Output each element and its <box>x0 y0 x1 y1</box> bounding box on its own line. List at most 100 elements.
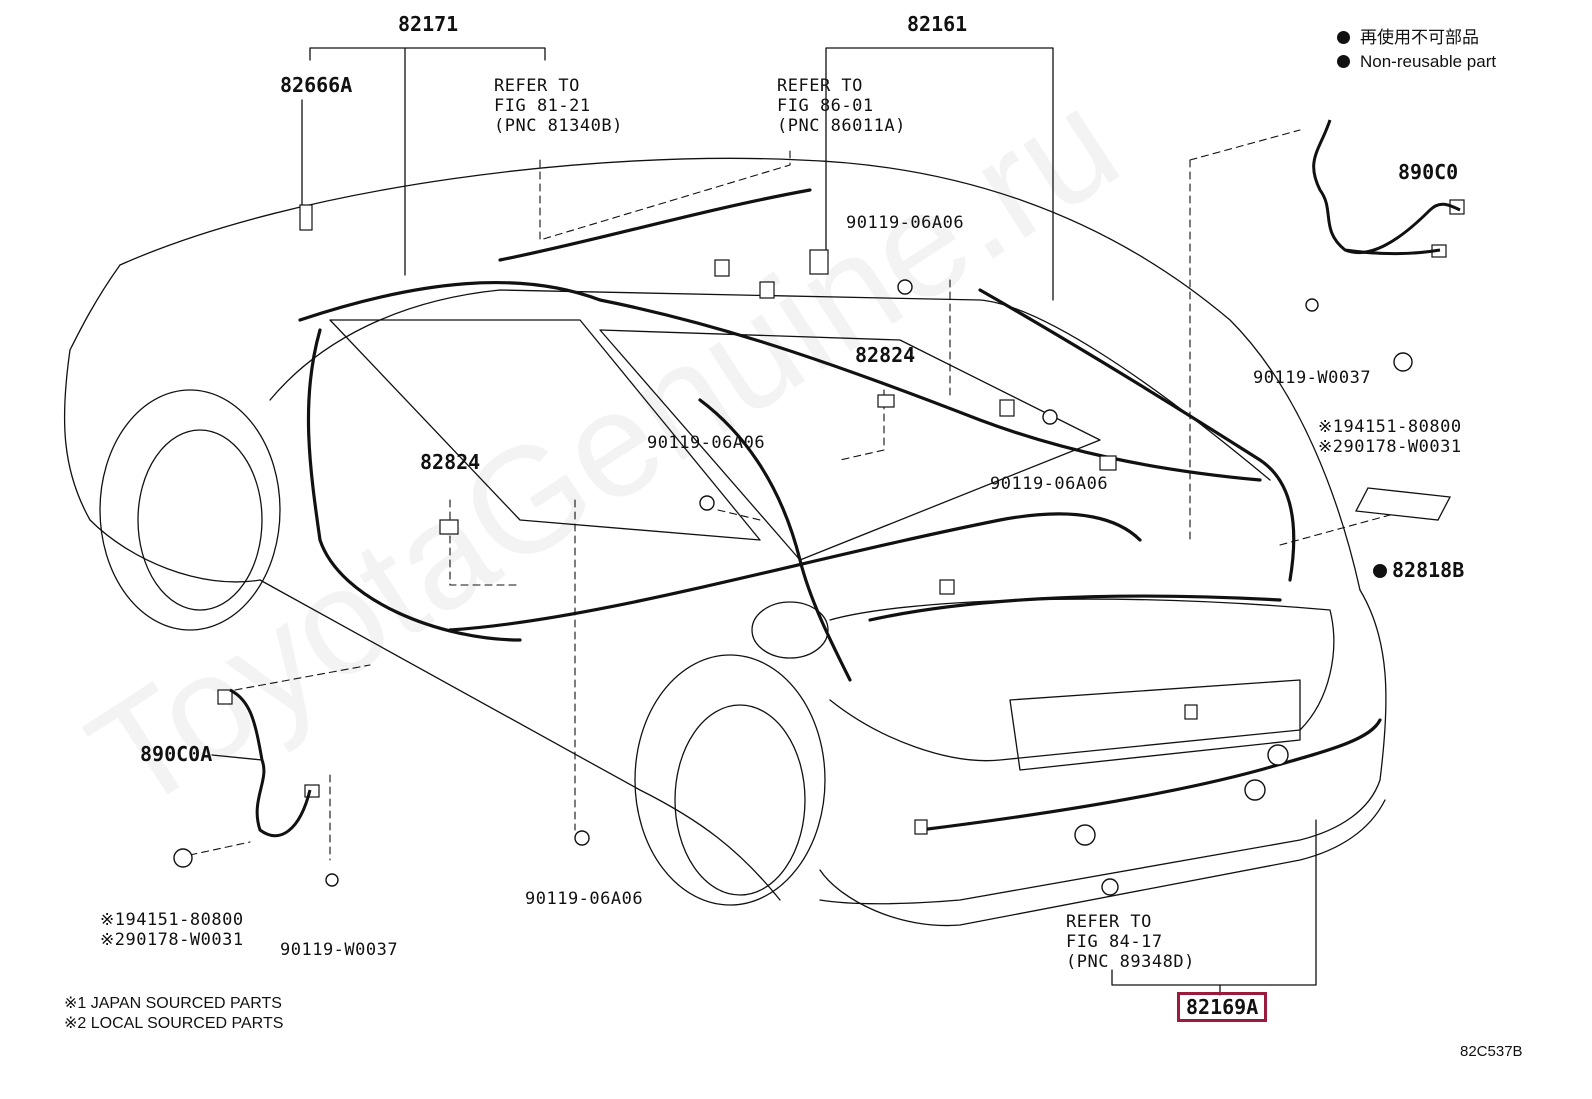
bolt-icon <box>1305 298 1319 312</box>
dash-890C0A <box>234 664 371 861</box>
harness-82169A <box>918 718 1382 832</box>
car-roof-outline <box>119 157 1361 591</box>
part-82161[interactable]: 82161 <box>907 12 968 36</box>
connector <box>759 281 775 299</box>
rear-window <box>599 329 1101 561</box>
bolt-90119-W0037-left[interactable]: 90119-W0037 <box>280 940 399 960</box>
refer-fig-84-17[interactable]: REFER TO FIG 84-17 (PNC 89348D) <box>1066 912 1195 972</box>
connector <box>809 249 829 275</box>
connector <box>939 579 955 595</box>
grommet-icon <box>1244 779 1266 801</box>
refer-fig-86-01[interactable]: REFER TO FIG 86-01 (PNC 86011A) <box>777 76 906 136</box>
harness-890C0 <box>1312 119 1461 256</box>
harness-roof <box>498 188 812 262</box>
connector <box>439 519 459 535</box>
part-82824-center[interactable]: 82824 <box>855 343 916 367</box>
leader-82161 <box>825 47 1054 301</box>
rear-wheel <box>674 704 806 896</box>
clip-right-labels[interactable]: ※194151-80800 ※290178-W0031 <box>1318 417 1462 457</box>
part-82824-left[interactable]: 82824 <box>420 450 481 474</box>
trunk-lid <box>829 598 1335 762</box>
non-reusable-dot <box>1373 564 1387 578</box>
bolt-icon <box>699 495 715 511</box>
clip-line: ※194151-80800 <box>100 910 244 930</box>
car-hood-outline <box>63 264 121 521</box>
harness-82161 <box>978 288 1296 582</box>
bolt-90119-W0037-right[interactable]: 90119-W0037 <box>1253 368 1372 388</box>
clip-icon <box>1393 352 1413 372</box>
connector <box>299 204 313 231</box>
rear-bumper <box>819 799 1386 927</box>
bolt-icon <box>897 279 913 295</box>
footnote-2: ※2 LOCAL SOURCED PARTS <box>64 1015 284 1032</box>
part-82818B[interactable]: 82818B <box>1392 558 1465 582</box>
part-82169A[interactable]: 82169A <box>1177 992 1268 1022</box>
clip-line: ※290178-W0031 <box>1318 437 1462 457</box>
bolt-90119-06A06-mid-left[interactable]: 90119-06A06 <box>647 433 766 453</box>
ref-line: FIG 81-21 <box>494 96 591 116</box>
dash-roof <box>539 149 791 241</box>
leader-890C0A <box>211 754 263 761</box>
footnotes: ※1 JAPAN SOURCED PARTS ※2 LOCAL SOURCED … <box>64 994 283 1034</box>
ref-line: (PNC 86011A) <box>777 116 906 136</box>
part-890C0A[interactable]: 890C0A <box>140 742 213 766</box>
ref-line: (PNC 81340B) <box>494 116 623 136</box>
car-rear-outline <box>819 589 1387 905</box>
dash-890C0 <box>1189 129 1301 541</box>
refer-fig-81-21[interactable]: REFER TO FIG 81-21 (PNC 81340B) <box>494 76 623 136</box>
bolt-90119-06A06-bottom[interactable]: 90119-06A06 <box>525 889 644 909</box>
clip-left-labels[interactable]: ※194151-80800 ※290178-W0031 <box>100 910 244 950</box>
clip-icon <box>173 848 193 868</box>
harness-left-side <box>306 328 522 642</box>
window-frame <box>329 319 761 541</box>
bolt-90119-06A06-top[interactable]: 90119-06A06 <box>846 213 965 233</box>
dash-clip-left <box>189 841 251 856</box>
connector <box>999 399 1015 417</box>
harness-trunk <box>868 594 1282 622</box>
connector <box>1184 704 1198 720</box>
tape-82818B <box>1354 487 1452 521</box>
grommet-icon <box>1101 878 1119 896</box>
footnote-1: ※1 JAPAN SOURCED PARTS <box>64 995 282 1012</box>
dash-bolt-mid <box>717 509 761 521</box>
ref-line: FIG 84-17 <box>1066 932 1163 952</box>
rear-wheel-arch <box>634 654 826 906</box>
legend: 再使用不可部品 Non-reusable part <box>1337 28 1496 76</box>
grommet-icon <box>1074 824 1096 846</box>
legend-en: Non-reusable part <box>1360 52 1497 71</box>
harness-center <box>698 398 852 682</box>
legend-jp-row: 再使用不可部品 <box>1337 28 1496 52</box>
clip-line: ※194151-80800 <box>1318 417 1462 437</box>
bolt-icon <box>574 830 590 846</box>
leader-82171 <box>309 47 546 276</box>
connector <box>1099 455 1117 471</box>
car-side-outline <box>89 519 781 901</box>
harness-82171 <box>298 280 1262 482</box>
bullet-icon <box>1337 31 1350 44</box>
part-890C0[interactable]: 890C0 <box>1398 160 1459 184</box>
connector <box>714 259 730 277</box>
connector <box>217 689 233 705</box>
door-line <box>269 289 1271 481</box>
grommet-icon <box>1267 744 1289 766</box>
bolt-icon <box>325 873 339 887</box>
ref-line: REFER TO <box>494 76 580 96</box>
front-wheel-arch <box>99 389 281 631</box>
rear-plate-recess <box>1009 679 1301 771</box>
dash-82824-left <box>449 499 521 586</box>
legend-jp: 再使用不可部品 <box>1360 28 1479 47</box>
bolt-90119-06A06-mid-right[interactable]: 90119-06A06 <box>990 474 1109 494</box>
bolt-icon <box>1042 409 1058 425</box>
front-wheel <box>137 429 263 611</box>
ref-line: (PNC 89348D) <box>1066 952 1195 972</box>
part-82171[interactable]: 82171 <box>398 12 459 36</box>
connector <box>914 819 928 835</box>
part-82666A[interactable]: 82666A <box>280 73 353 97</box>
ref-line: FIG 86-01 <box>777 96 874 116</box>
ref-line: REFER TO <box>1066 912 1152 932</box>
fuel-door <box>751 601 829 659</box>
leader-82169A <box>1111 819 1317 996</box>
legend-en-row: Non-reusable part <box>1337 52 1496 76</box>
ref-line: REFER TO <box>777 76 863 96</box>
